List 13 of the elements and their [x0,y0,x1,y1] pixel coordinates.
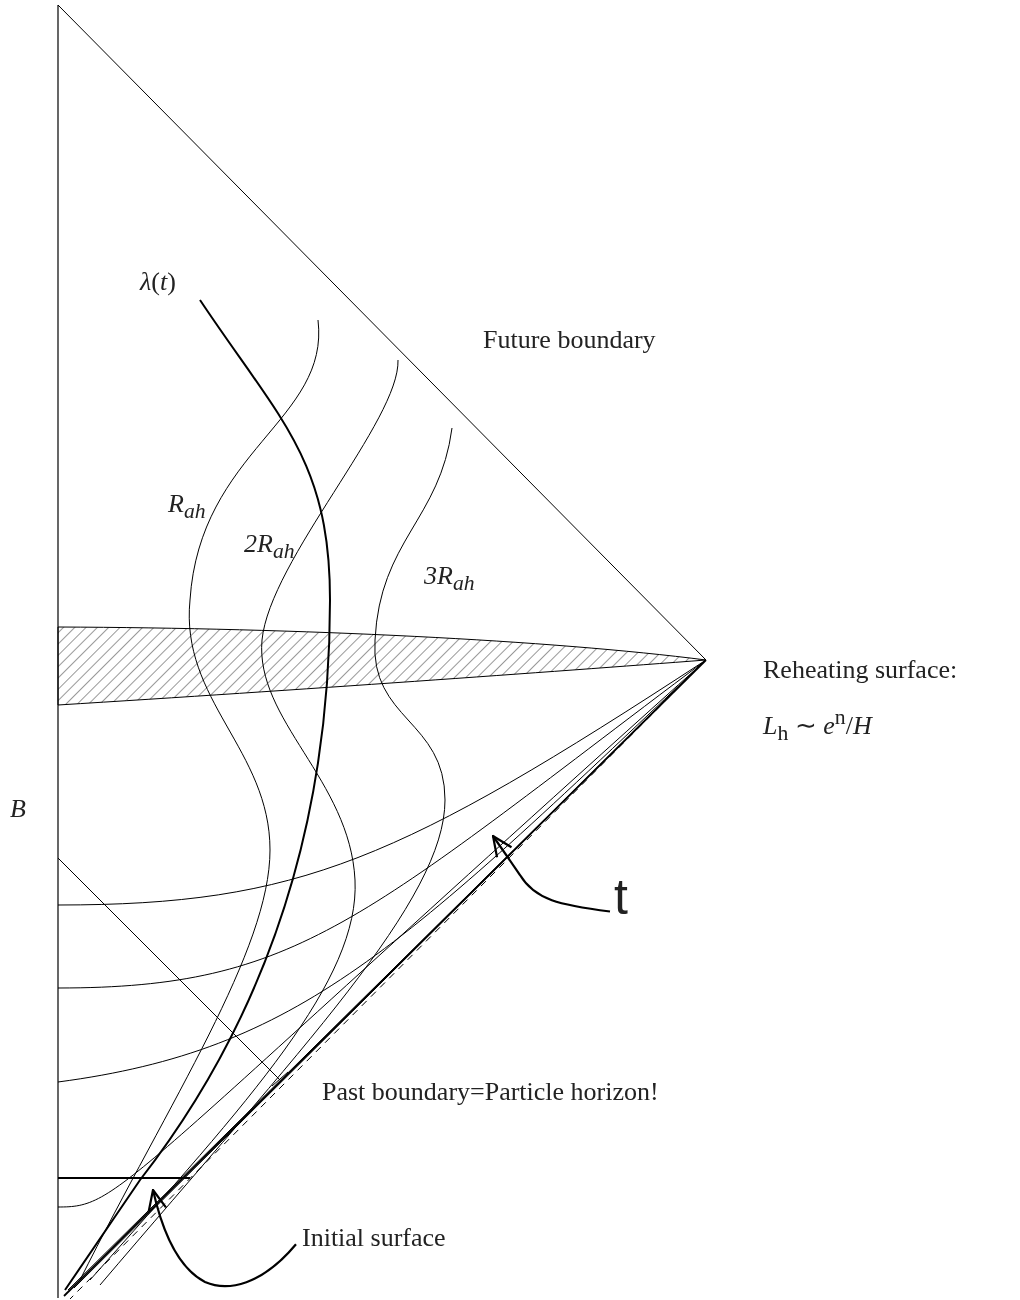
curve-label: λ(t) [140,268,176,297]
surface-label: Reheating surface: [763,656,958,685]
annotation-text: Initial surface [302,1224,446,1253]
curve-label: R$_{ah}$ [168,490,206,524]
boundary-label: Past boundary=Particle horizon! [322,1078,659,1107]
formula-text: L$_{h}$ ∼ e$^{n}$/H [763,706,872,746]
boundary-label: B [10,795,26,824]
boundary-label: Future boundary [483,326,656,355]
leader-arrow [148,1188,297,1288]
curve-label: 3R$_{ah}$ [424,562,475,596]
curve-label: 2R$_{ah}$ [244,530,295,564]
variable-label: t [614,870,628,925]
leader-arrow [491,834,611,913]
